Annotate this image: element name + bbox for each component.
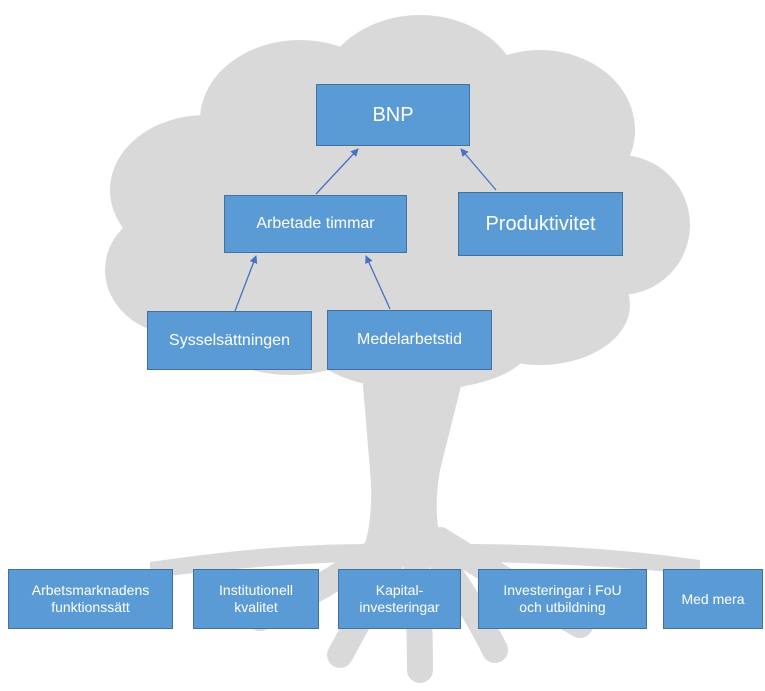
node-bnp-label: BNP <box>372 104 414 126</box>
root-label: Investeringar i FoU och utbildning <box>503 582 622 615</box>
root-med-mera: Med mera <box>663 569 763 629</box>
root-institutionell-kvalitet: Institutionell kvalitet <box>193 569 319 629</box>
root-label: Arbetsmarknadens funktionssätt <box>31 582 150 615</box>
node-produktivitet: Produktivitet <box>458 192 623 256</box>
root-label: Kapital- investeringar <box>359 582 440 615</box>
node-bnp: BNP <box>316 84 470 146</box>
node-arbetade-timmar-label: Arbetade timmar <box>256 215 375 233</box>
root-investeringar-fou-utbildning: Investeringar i FoU och utbildning <box>478 569 647 629</box>
node-medelarbetstid-label: Medelarbetstid <box>357 331 462 349</box>
node-sysselsattningen-label: Sysselsättningen <box>169 331 290 349</box>
root-label: Med mera <box>681 590 745 607</box>
node-produktivitet-label: Produktivitet <box>485 213 596 235</box>
root-label: Institutionell kvalitet <box>219 582 293 615</box>
node-medelarbetstid: Medelarbetstid <box>327 310 492 370</box>
node-arbetade-timmar: Arbetade timmar <box>224 195 407 253</box>
root-arbetsmarknadens-funktionssatt: Arbetsmarknadens funktionssätt <box>8 569 173 629</box>
root-kapitalinvesteringar: Kapital- investeringar <box>338 569 461 629</box>
node-sysselsattningen: Sysselsättningen <box>147 311 312 370</box>
